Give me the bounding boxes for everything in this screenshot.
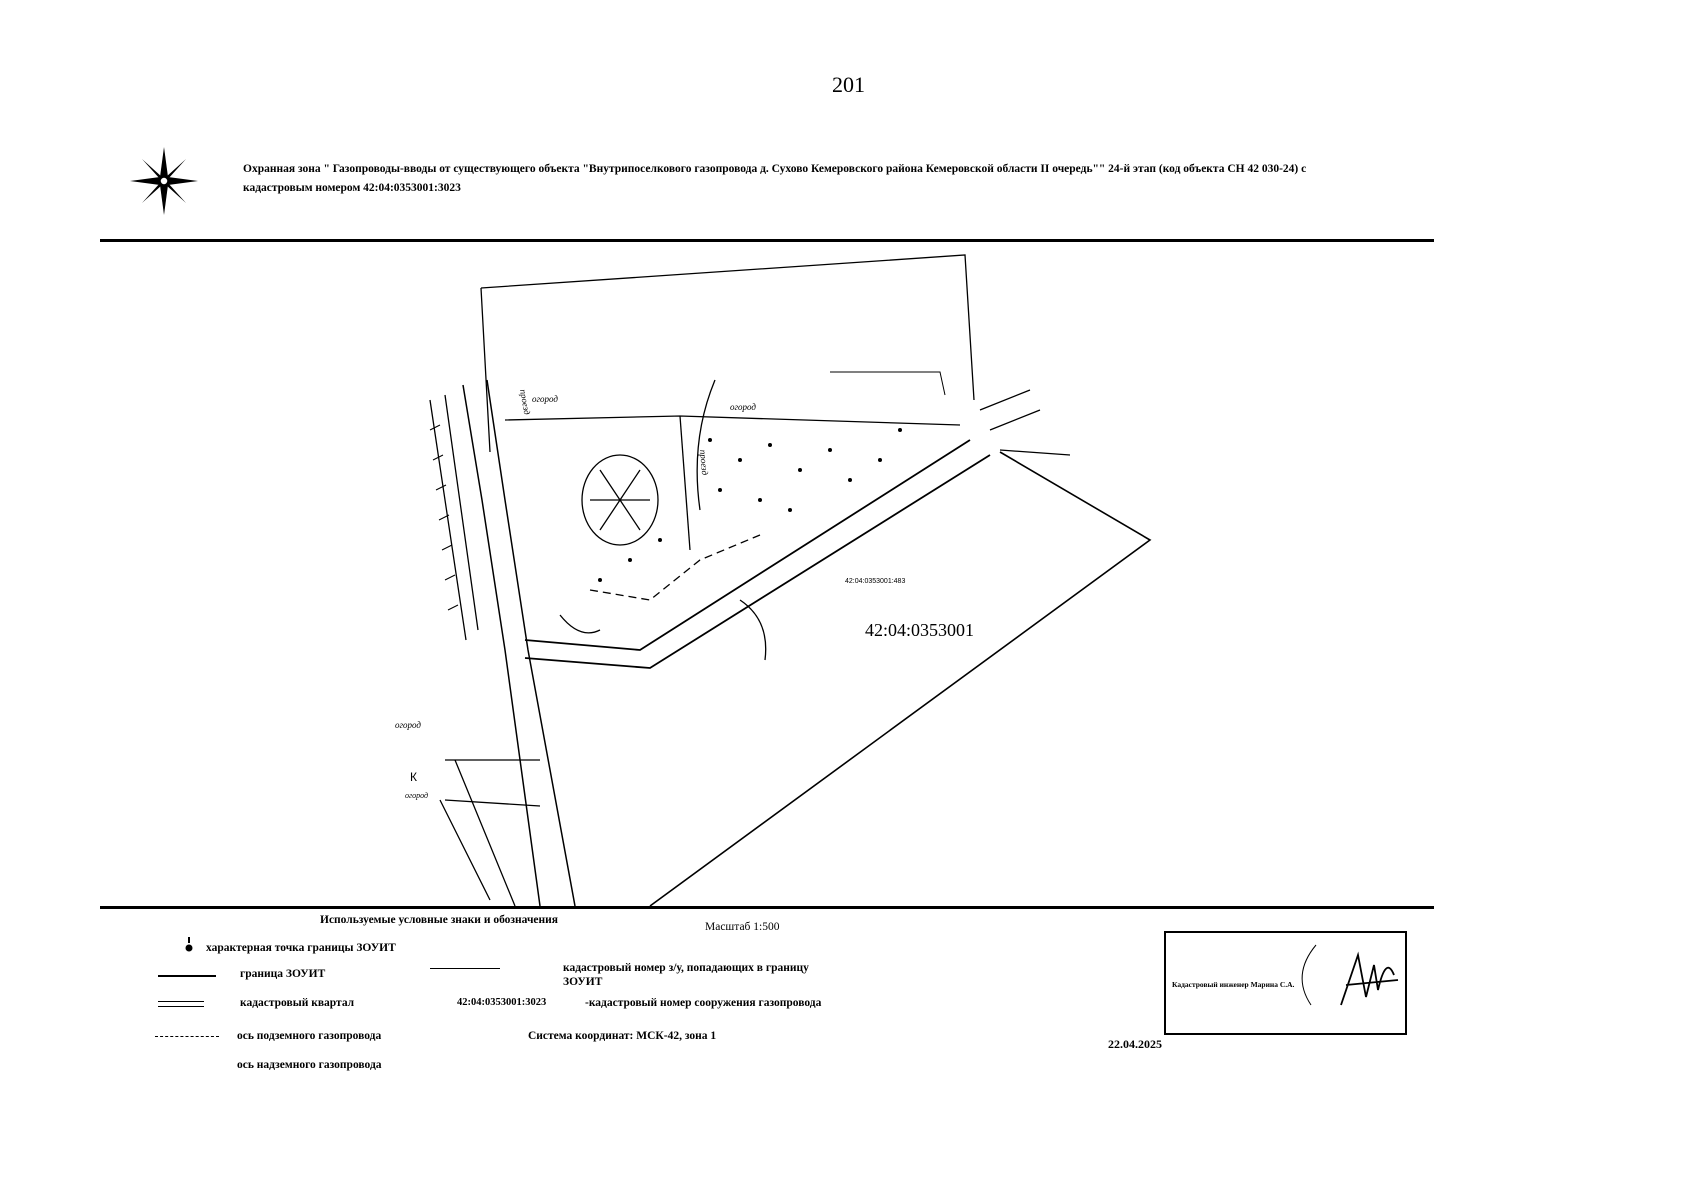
coordinate-system: Система координат: МСК-42, зона 1 <box>528 1030 717 1042</box>
quarter-line-icon <box>158 1001 204 1007</box>
legend-parcel-numbers: кадастровый номер з/у, попадающих в гран… <box>563 962 809 988</box>
legend-quarter: кадастровый квартал <box>240 997 355 1009</box>
boundary-line-icon <box>158 975 216 977</box>
road-south <box>439 759 516 907</box>
pipeline-line-1 <box>524 439 971 651</box>
legend-point: характерная точка границы ЗОУИТ <box>206 942 396 954</box>
fence-south <box>444 759 541 807</box>
top-divider <box>100 239 1434 242</box>
driveway-label-1: проезд <box>518 389 532 416</box>
legend-aboveground: ось надземного газопровода <box>237 1059 382 1071</box>
road-edge-right <box>486 379 576 907</box>
page-number: 201 <box>832 72 865 97</box>
curve-feature <box>696 379 716 511</box>
parcel-number-label: 42:04:0353001:483 <box>845 578 905 585</box>
legend-structure-number: 42:04:0353001:3023 <box>457 997 547 1008</box>
underground-line-icon <box>155 1036 219 1037</box>
engineer-label: Кадастровый инженер Марина С.А. <box>1172 980 1295 989</box>
signature-icon <box>1301 944 1399 1006</box>
compass-rose-icon <box>130 147 198 215</box>
fence-label-1: огород <box>532 394 558 404</box>
fence-top <box>504 415 961 426</box>
round-structure <box>581 454 659 546</box>
fence-label-3: огород <box>395 720 421 730</box>
legend-structure-desc: -кадастровый номер сооружения газопровод… <box>585 997 822 1009</box>
driveway-label-2: проезд <box>698 449 710 476</box>
fence-inner <box>679 415 691 551</box>
document-title: Охранная зона " Газопроводы-вводы от сущ… <box>243 163 1307 194</box>
signature-stamp: Кадастровый инженер Марина С.А. <box>1164 931 1407 1035</box>
stamp-date: 22.04.2025 <box>1108 1037 1162 1051</box>
curve-feature-2 <box>739 599 767 661</box>
scale-label: Масштаб 1:500 <box>705 921 780 933</box>
bottom-divider <box>100 906 1434 909</box>
road-edge-west <box>429 394 479 641</box>
pipeline-connection <box>979 389 1071 456</box>
fence-label-4: огород <box>405 791 428 800</box>
legend-underground: ось подземного газопровода <box>237 1030 382 1042</box>
fence-label-2: огород <box>730 402 756 412</box>
boundary-point-icon <box>185 937 193 952</box>
parcel-number-line-icon <box>430 968 500 969</box>
feature-letter: К <box>410 770 417 784</box>
legend-boundary: граница ЗОУИТ <box>240 968 326 980</box>
underground-pipe-axis <box>589 534 761 601</box>
quarter-boundary <box>649 451 1152 907</box>
legend-heading: Используемые условные знаки и обозначени… <box>320 914 559 926</box>
pipeline-line-2 <box>524 454 991 669</box>
road-edge-left <box>462 384 541 907</box>
quarter-number-label: 42:04:0353001 <box>865 620 974 640</box>
parcel-boundary <box>480 254 975 453</box>
